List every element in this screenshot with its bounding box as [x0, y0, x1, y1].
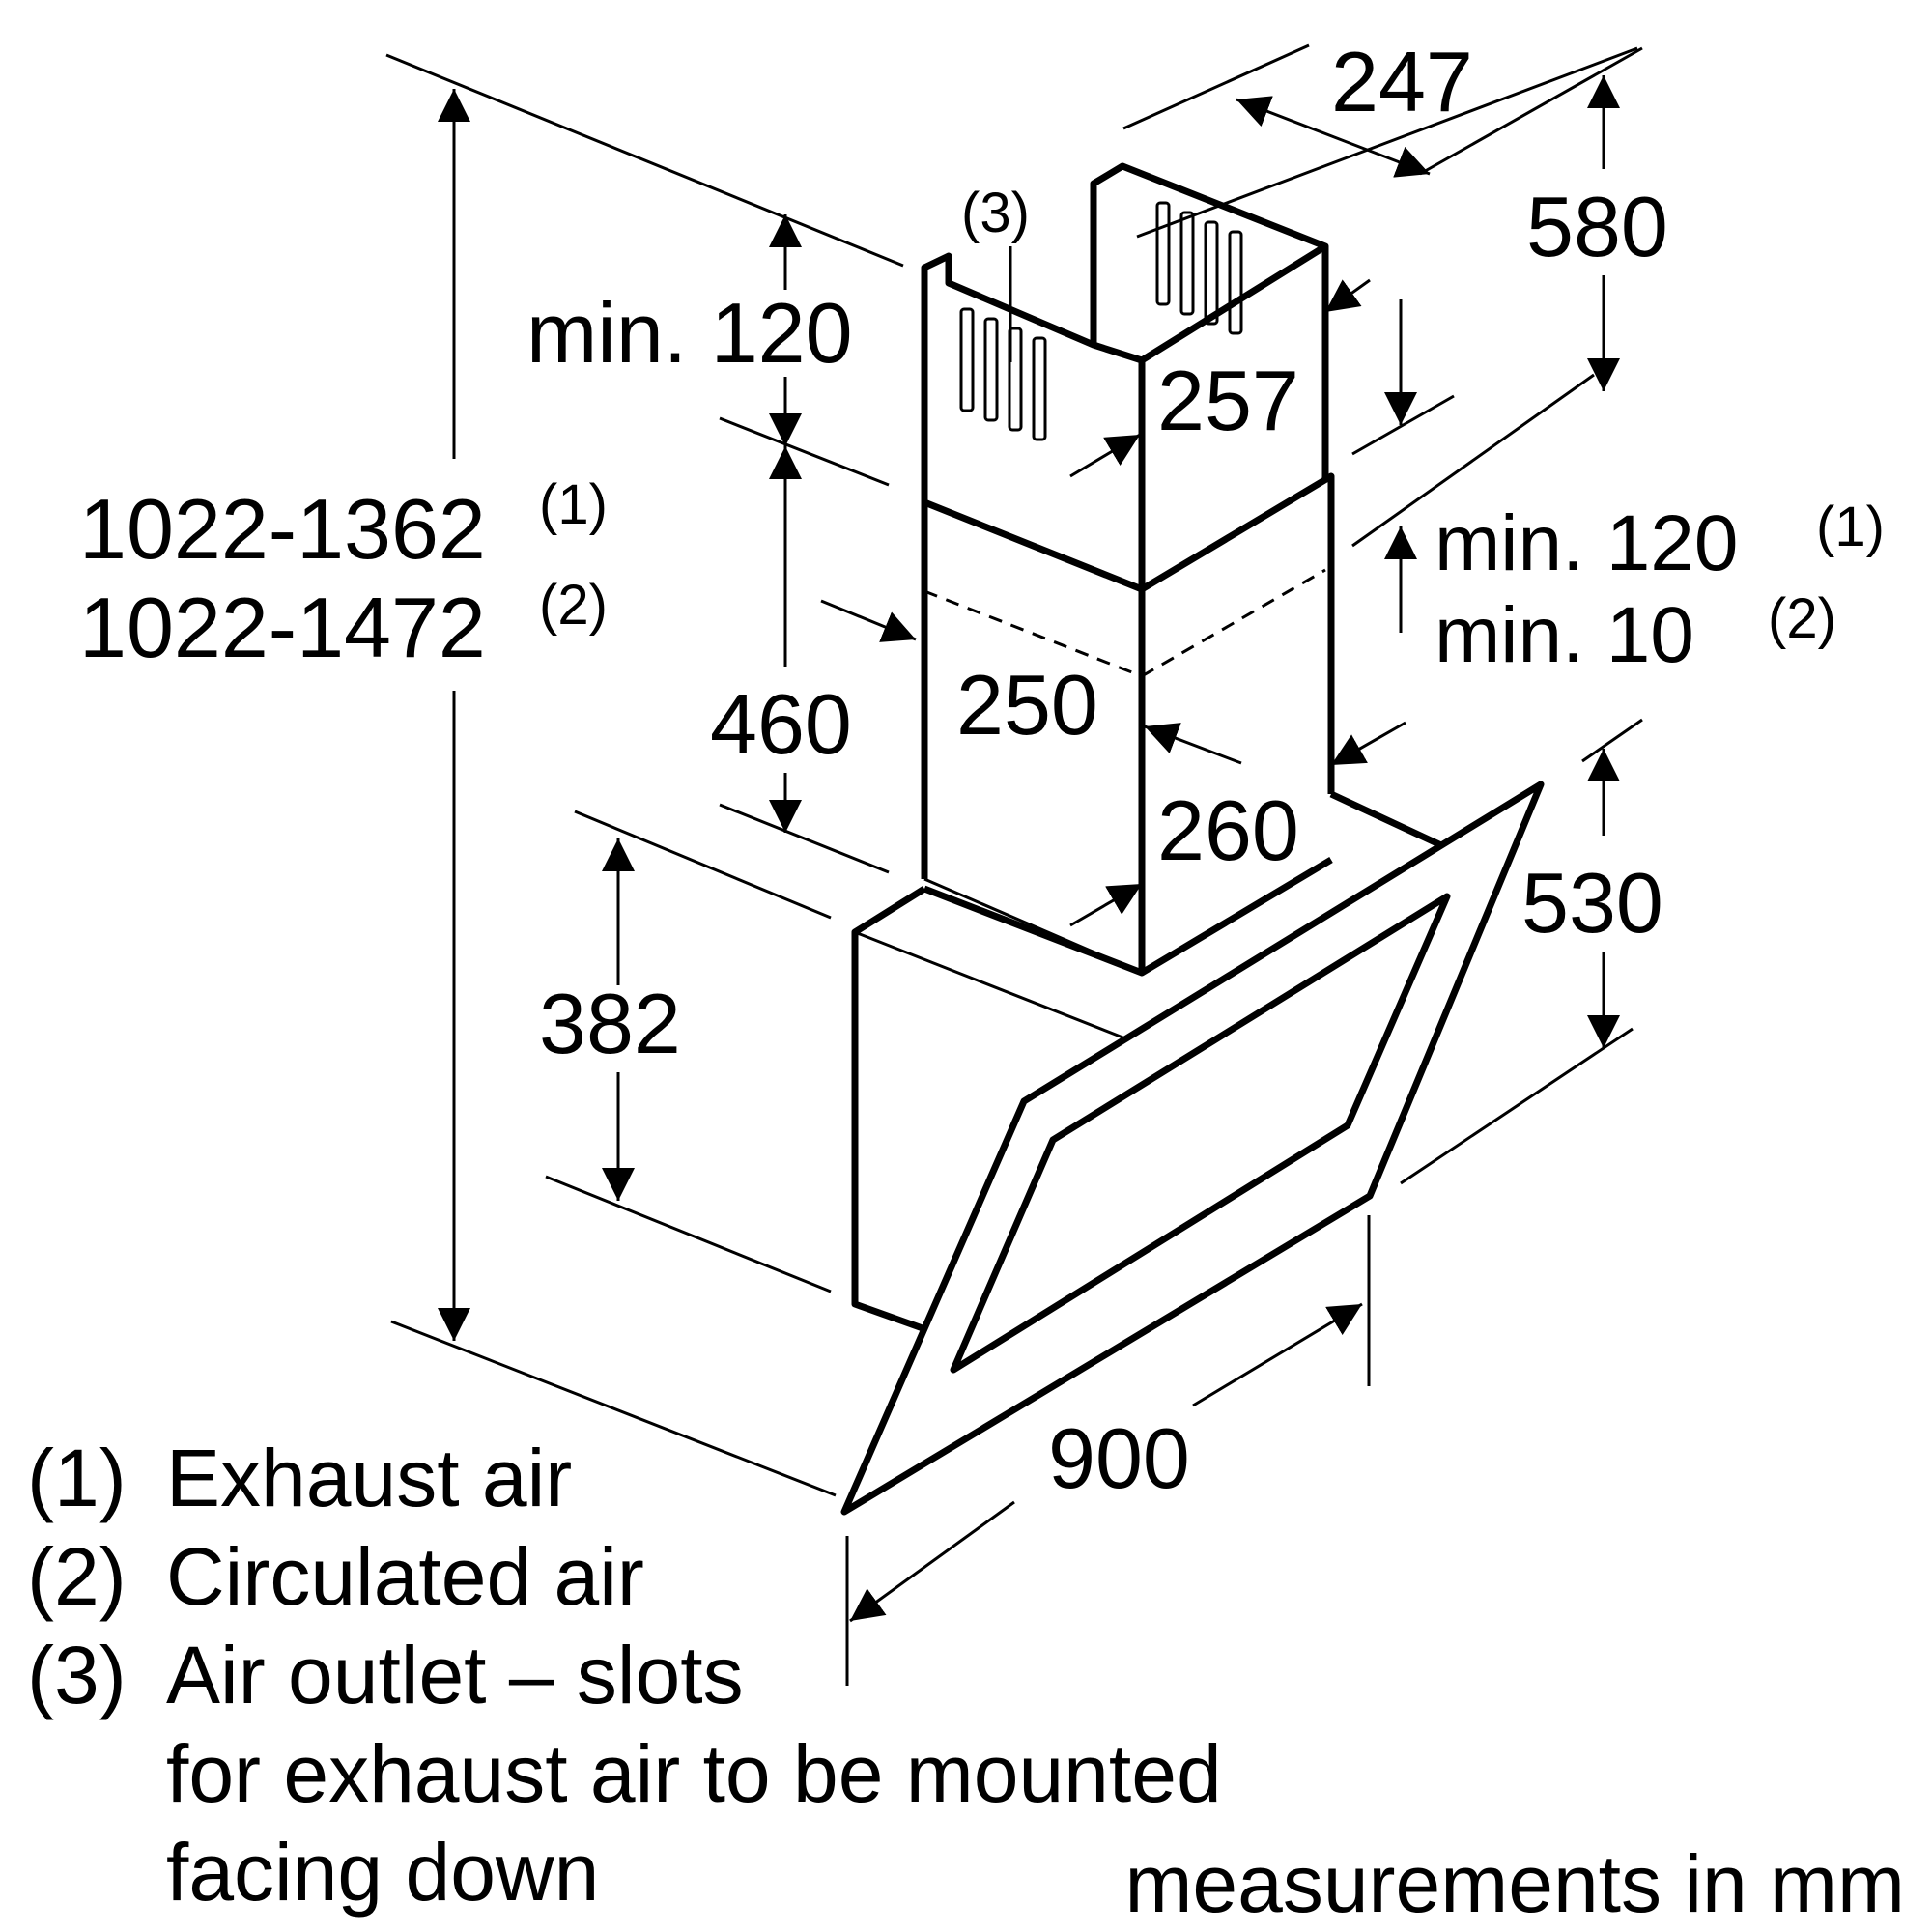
dimension-labels: 1022-1362 (1) 1022-1472 (2) (3) min. 120… [79, 34, 1885, 1506]
hood-depth-label: 530 [1521, 855, 1663, 951]
lower-duct-width-arrow-low [1069, 882, 1143, 927]
lower-duct-width-arrow-right [1330, 721, 1406, 767]
upper-duct-width-arrow-left [1069, 433, 1141, 478]
lower-duct-depth-label: 250 [956, 657, 1098, 753]
lower-clearance-exhaust-label: min. 120 [1435, 499, 1739, 587]
upper-duct-back [1090, 162, 1329, 480]
total-height-exhaust-label: 1022-1362 [79, 481, 486, 577]
hood-width-arrow-left [849, 1500, 1015, 1623]
lower-duct-width-label: 260 [1157, 782, 1299, 878]
legend-item-3: (3) Air outlet – slots [27, 1634, 744, 1716]
slot-callout-label: (3) [961, 182, 1030, 244]
body-connectors [854, 877, 1143, 1040]
legend-number: (3) [27, 1630, 127, 1720]
units-note: measurements in mm [1124, 1838, 1905, 1929]
hood-body [851, 886, 926, 1332]
total-height-circulated-ref: (2) [539, 574, 608, 637]
upper-duct-width-label: 257 [1157, 353, 1299, 448]
lower-duct-width-arrow-left [1144, 723, 1242, 765]
lower-clearance-exhaust-ref: (1) [1816, 496, 1885, 558]
hood-outline [840, 162, 1545, 1516]
duct-top-gap-label: min. 120 [526, 285, 853, 381]
total-height-exhaust-ref: (1) [539, 473, 608, 536]
legend-item-3-continuation-2: facing down [166, 1827, 600, 1918]
lower-duct-front [923, 472, 1335, 794]
legend-text: Air outlet – slots [166, 1630, 744, 1720]
legend-text: Circulated air [166, 1531, 644, 1622]
body-height-label: 382 [539, 976, 681, 1071]
total-height-circulated-label: 1022-1472 [79, 580, 486, 675]
lower-duct-depth-arrow [820, 599, 917, 642]
dimension-arrows [438, 75, 1620, 1623]
duct-overlap-dashed [923, 568, 1326, 678]
legend-number: (2) [27, 1531, 127, 1622]
lower-clearance-circulated-ref: (2) [1768, 587, 1836, 650]
hood-width-arrow-right [1192, 1302, 1363, 1407]
legend-text: Exhaust air [166, 1433, 573, 1523]
duct-depth-label: 247 [1331, 34, 1473, 129]
upper-duct-height-label: 580 [1526, 179, 1668, 274]
legend-number: (1) [27, 1433, 127, 1523]
duct-depth-arrow [1236, 96, 1431, 178]
legend-item-1: (1) Exhaust air [27, 1437, 572, 1519]
glass-panel-inner [950, 893, 1451, 1374]
upper-duct-width-arrow-right [1324, 278, 1371, 314]
hood-width-label: 900 [1048, 1410, 1190, 1506]
glass-panel-outer [840, 781, 1545, 1516]
legend-item-2: (2) Circulated air [27, 1536, 644, 1617]
air-outlet-slots [959, 201, 1243, 441]
lower-clearance-circulated-label: min. 10 [1435, 591, 1694, 679]
lower-duct-height-label: 460 [710, 676, 852, 772]
legend-item-3-continuation-1: for exhaust air to be mounted [166, 1728, 1222, 1819]
